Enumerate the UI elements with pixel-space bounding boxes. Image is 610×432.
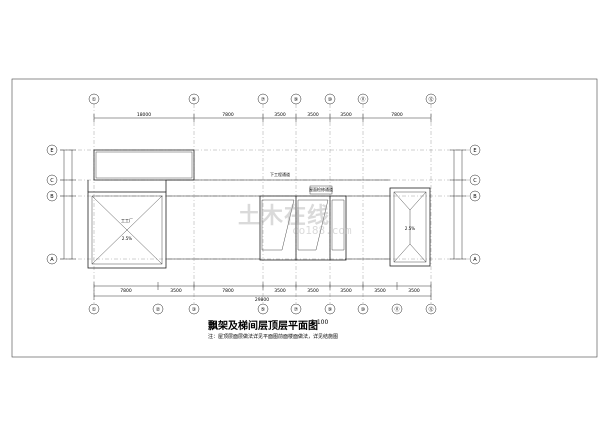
dim-top: 18000 [137, 112, 151, 118]
dim-top: 7800 [391, 112, 403, 118]
watermark-logo: 土木在线 [238, 204, 331, 229]
axis-label-bottom: ③ [192, 307, 196, 313]
axis-bubbles-side [46, 144, 481, 265]
dim-top: 3500 [340, 112, 352, 118]
axis-label-bottom: ⑩ [361, 307, 366, 313]
axis-label-bottom: ② [156, 307, 161, 313]
room-label-left: 工工厂 [121, 218, 133, 223]
axis-label-top: ⑫ [428, 96, 433, 103]
axis-labels: ① ⑤ ⑦ ⑨ ⑩ ⑪ ⑫ ① ② ③ ⑤ ⑦ ⑨ ⑩ ⑪ ⑫ E C B A … [50, 96, 477, 313]
bottom-dimension-lines [93, 282, 432, 300]
dim-bottom: 3500 [170, 288, 182, 294]
right-room [389, 187, 431, 267]
axis-label-bottom: ① [92, 307, 97, 313]
skylight-frames [259, 185, 347, 261]
dim-bottom: 3500 [340, 288, 352, 294]
side-dimension-lines [60, 149, 466, 260]
roof-label-right: 屋面检修通道 [309, 186, 333, 192]
slope-left: 2.5% [122, 236, 132, 241]
roof-label-mid: 下工程通道 [270, 171, 290, 177]
dim-top: 3500 [274, 112, 286, 118]
axis-label-right: C [473, 178, 477, 184]
axis-label-left: E [50, 148, 53, 154]
axis-label-top: ⑤ [192, 97, 196, 103]
axis-label-top: ① [92, 97, 97, 103]
axis-label-top: ⑦ [261, 97, 266, 103]
dim-bottom: 3500 [307, 288, 319, 294]
axis-label-top: ⑨ [294, 97, 298, 103]
axis-label-bottom: ⑦ [294, 307, 299, 313]
roof-band [166, 179, 390, 260]
drawing-title: 飘架及梯间层顶层平面图 [208, 321, 318, 332]
dim-top: 7800 [222, 112, 234, 118]
axis-label-bottom: ⑤ [261, 307, 265, 313]
slope-right: 2.5% [405, 226, 415, 231]
dim-bottom: 7800 [120, 288, 132, 294]
dim-bottom: 3500 [408, 288, 420, 294]
dim-bottom: 3500 [274, 288, 286, 294]
axis-label-right: A [473, 257, 477, 263]
drawing-scale: 1:100 [311, 319, 329, 326]
axis-bubbles-top [88, 93, 437, 105]
left-room [87, 149, 195, 269]
dim-bottom: 7800 [222, 288, 234, 294]
dim-bottom: 3500 [374, 288, 386, 294]
axis-label-top: ⑩ [328, 97, 333, 103]
drawing-note: 注：屋顶层面层做法详见平面图前面楼面做法，详见结施图 [208, 334, 339, 340]
axis-label-bottom: ⑨ [328, 307, 332, 313]
axis-label-bottom: ⑪ [394, 306, 399, 313]
axis-label-right: E [473, 148, 476, 154]
axis-label-left: A [50, 257, 54, 263]
watermark-url: co188.com [292, 224, 352, 237]
axis-label-top: ⑪ [360, 96, 365, 103]
top-dimension-lines [93, 114, 432, 122]
axis-label-left: C [50, 178, 54, 184]
room-labels: 工工厂 下工程通道 屋面检修通道 2.5% 2.5% [121, 171, 415, 241]
axis-bubbles-bottom [88, 303, 437, 315]
axis-label-bottom: ⑫ [428, 306, 433, 313]
axis-label-left: B [50, 194, 54, 200]
sheet-border [11, 78, 598, 358]
dim-bottom-total: 29800 [255, 297, 269, 303]
dimension-texts: 18000 7800 3500 3500 3500 7800 7800 3500… [120, 112, 420, 303]
axis-label-right: B [473, 194, 477, 200]
dim-top: 3500 [307, 112, 319, 118]
